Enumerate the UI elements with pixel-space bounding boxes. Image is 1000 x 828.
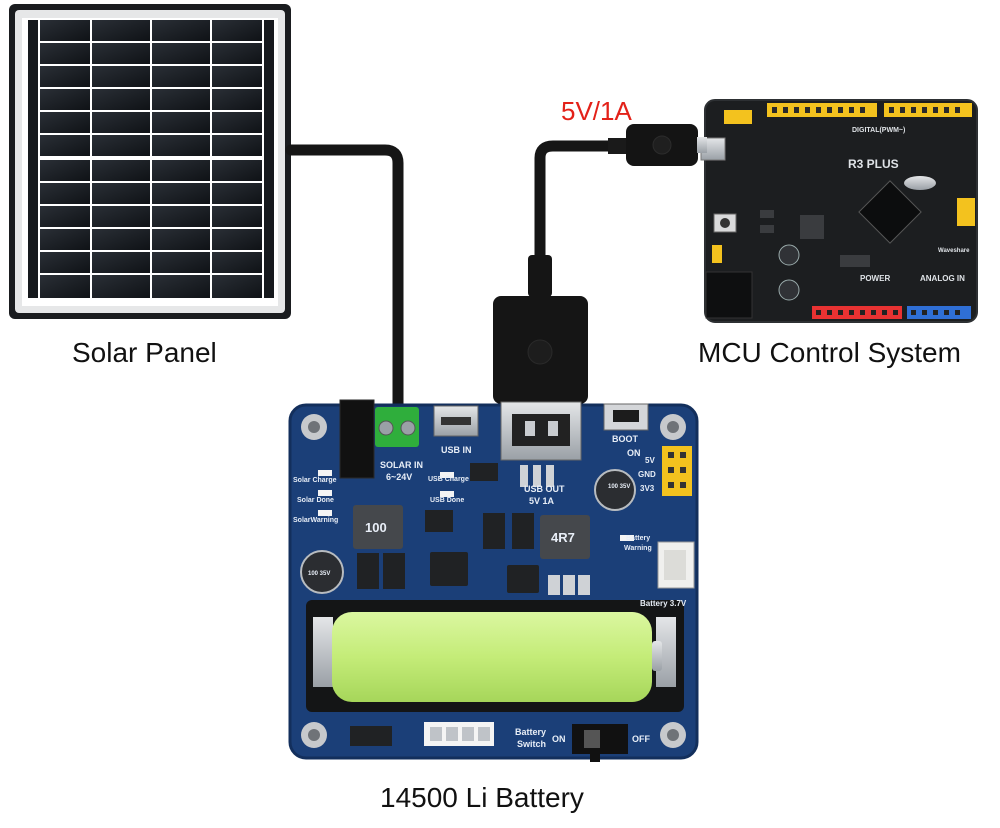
inductor-1-label: 100 bbox=[365, 520, 387, 535]
boot-on-label: ON bbox=[627, 448, 641, 458]
mcu-digital-label: DIGITAL(PWM~) bbox=[852, 127, 905, 134]
solar-cable bbox=[285, 144, 404, 416]
pin-gnd-label: GND bbox=[638, 470, 656, 479]
mounting-holes bbox=[301, 414, 686, 748]
solar-cells bbox=[28, 20, 274, 298]
usb-c-plug bbox=[608, 124, 707, 166]
mcu-board: R3 PLUS DIGITAL(PWM~) POWER ANALOG IN Wa… bbox=[700, 99, 978, 323]
usb-out-label: USB OUT bbox=[524, 484, 565, 494]
solar-done-label: Solar Done bbox=[297, 497, 334, 504]
usb-cable bbox=[534, 140, 612, 262]
cap-1-label: 100 35V bbox=[308, 571, 330, 577]
cap-2-label: 100 35V bbox=[608, 484, 630, 490]
mcu-power-label: POWER bbox=[860, 274, 890, 283]
charger-board: 100 4R7 bbox=[288, 399, 699, 762]
battery-warning-label-1: Battery bbox=[626, 535, 650, 542]
battery-switch-label-2: Switch bbox=[517, 739, 546, 749]
inductor-2-label: 4R7 bbox=[551, 530, 575, 545]
solar-panel bbox=[9, 4, 291, 319]
solar-warning-label: SolarWarning bbox=[293, 517, 338, 524]
usb-done-label: USB Done bbox=[430, 497, 464, 504]
pin-3v3-label: 3V3 bbox=[640, 484, 655, 493]
solar-in-label: SOLAR IN bbox=[380, 460, 423, 470]
battery-caption: 14500 Li Battery bbox=[380, 782, 584, 813]
pin-5v-label: 5V bbox=[645, 456, 655, 465]
battery-switch-label-1: Battery bbox=[515, 727, 546, 737]
usb-out-spec-label: 5V 1A bbox=[529, 496, 555, 506]
boot-label: BOOT bbox=[612, 434, 639, 444]
usb-spec-label: 5V/1A bbox=[561, 96, 632, 126]
switch-off-label: OFF bbox=[632, 734, 650, 744]
battery-warning-label-2: Warning bbox=[624, 545, 652, 552]
usb-a-plug bbox=[493, 255, 588, 404]
mcu-caption: MCU Control System bbox=[698, 337, 961, 368]
switch-on-label: ON bbox=[552, 734, 566, 744]
mcu-brand-label: Waveshare bbox=[938, 248, 970, 254]
solar-in-range-label: 6~24V bbox=[386, 472, 412, 482]
mcu-board-name: R3 PLUS bbox=[848, 157, 899, 171]
solar-charge-label: Solar Charge bbox=[293, 477, 337, 484]
battery-voltage-label: Battery 3.7V bbox=[640, 599, 687, 608]
usb-in-label: USB IN bbox=[441, 445, 472, 455]
usb-charge-label: USB Charge bbox=[428, 476, 469, 483]
mcu-analog-label: ANALOG IN bbox=[920, 274, 965, 283]
battery-cell bbox=[332, 612, 662, 702]
solar-panel-caption: Solar Panel bbox=[72, 337, 217, 368]
